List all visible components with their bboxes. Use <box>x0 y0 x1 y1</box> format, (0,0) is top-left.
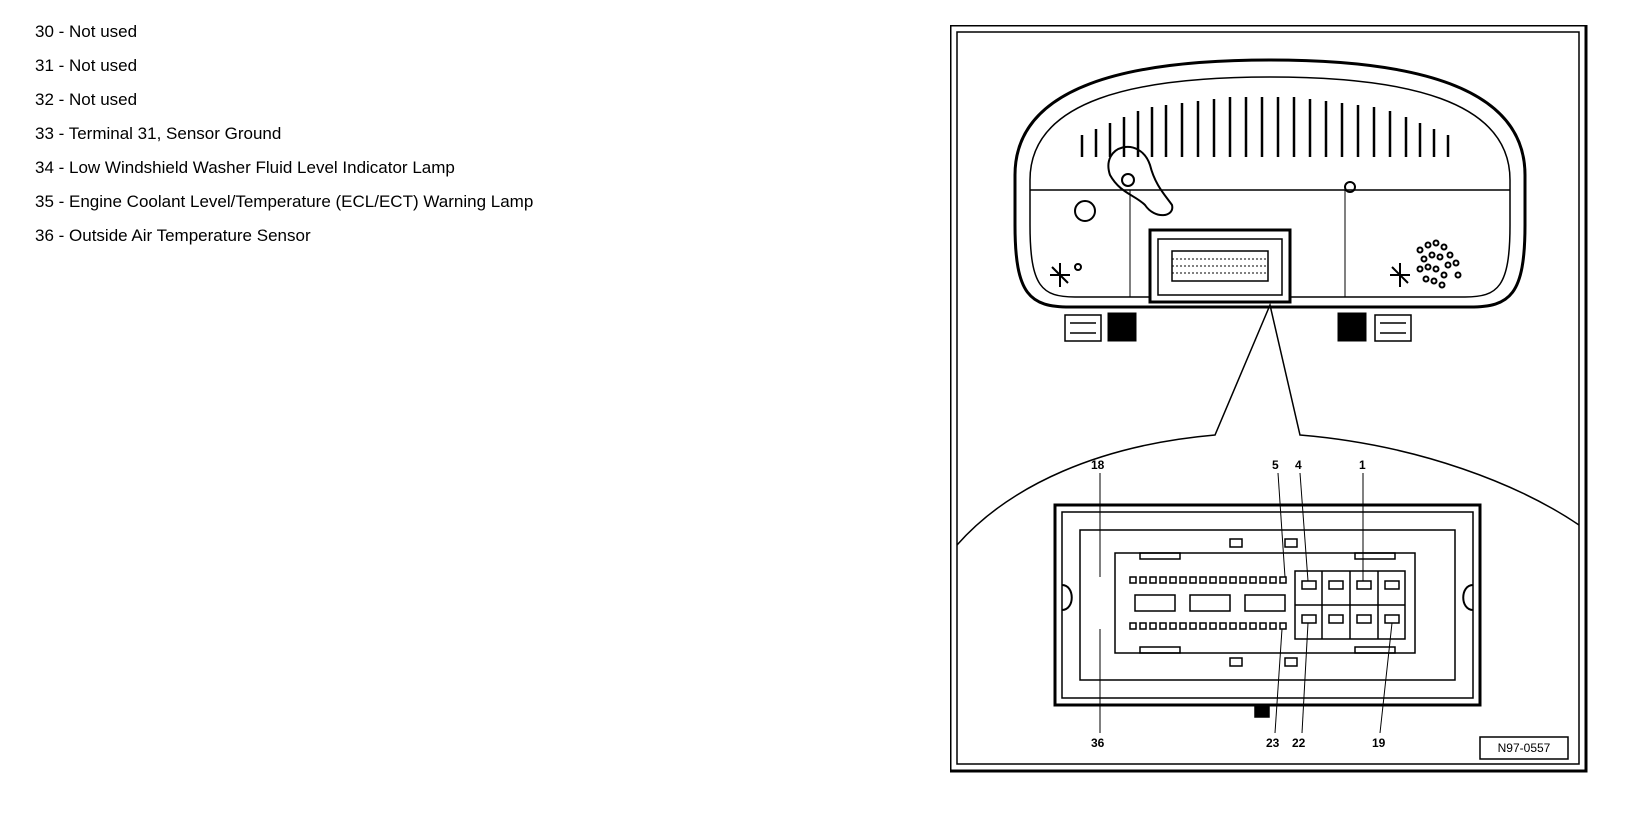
legend-item-32: 32 - Not used <box>35 90 138 109</box>
pin-legend: 30 - Not used 31 - Not used 32 - Not use… <box>35 20 533 258</box>
legend-item-33: 33 - Terminal 31, Sensor Ground <box>35 124 282 143</box>
pin-label-22: 22 <box>1292 736 1306 750</box>
pin-leader-lines <box>1099 472 1393 734</box>
pin-label-23: 23 <box>1266 736 1280 750</box>
mounting-point-left <box>1050 263 1082 287</box>
latch-tabs <box>1061 538 1474 718</box>
legend-item-36: 36 - Outside Air Temperature Sensor <box>35 226 311 245</box>
power-terminal-block <box>1294 570 1406 640</box>
pin-label-5: 5 <box>1272 458 1279 472</box>
instrument-cluster-connector-diagram: 18 5 4 1 36 23 22 19 N97-0557 <box>950 25 1588 773</box>
pin-label-19: 19 <box>1372 736 1386 750</box>
middle-slots <box>1134 594 1286 612</box>
pin-label-1: 1 <box>1359 458 1366 472</box>
mounting-point-right <box>1390 239 1462 289</box>
legend-item-34: 34 - Low Windshield Washer Fluid Level I… <box>35 158 455 177</box>
pin-label-4: 4 <box>1295 458 1302 472</box>
cluster-connector-socket <box>1148 228 1292 304</box>
legend-item-31: 31 - Not used <box>35 56 138 75</box>
figure-id-box: N97-0557 <box>1479 736 1569 760</box>
mounting-tabs <box>1064 312 1412 342</box>
connector-enlarged-view <box>1053 472 1482 734</box>
zoom-callout <box>956 302 1580 546</box>
cooling-vents <box>1080 97 1450 157</box>
instrument-cluster-rear-view <box>1013 58 1527 342</box>
pin-label-36: 36 <box>1091 736 1105 750</box>
legend-item-30: 30 - Not used <box>35 22 138 41</box>
upper-pin-row <box>1129 576 1287 584</box>
lower-pin-row <box>1129 622 1287 630</box>
figure-id: N97-0557 <box>1498 741 1551 755</box>
pin-label-18: 18 <box>1091 458 1105 472</box>
legend-item-35: 35 - Engine Coolant Level/Temperature (E… <box>35 192 534 211</box>
